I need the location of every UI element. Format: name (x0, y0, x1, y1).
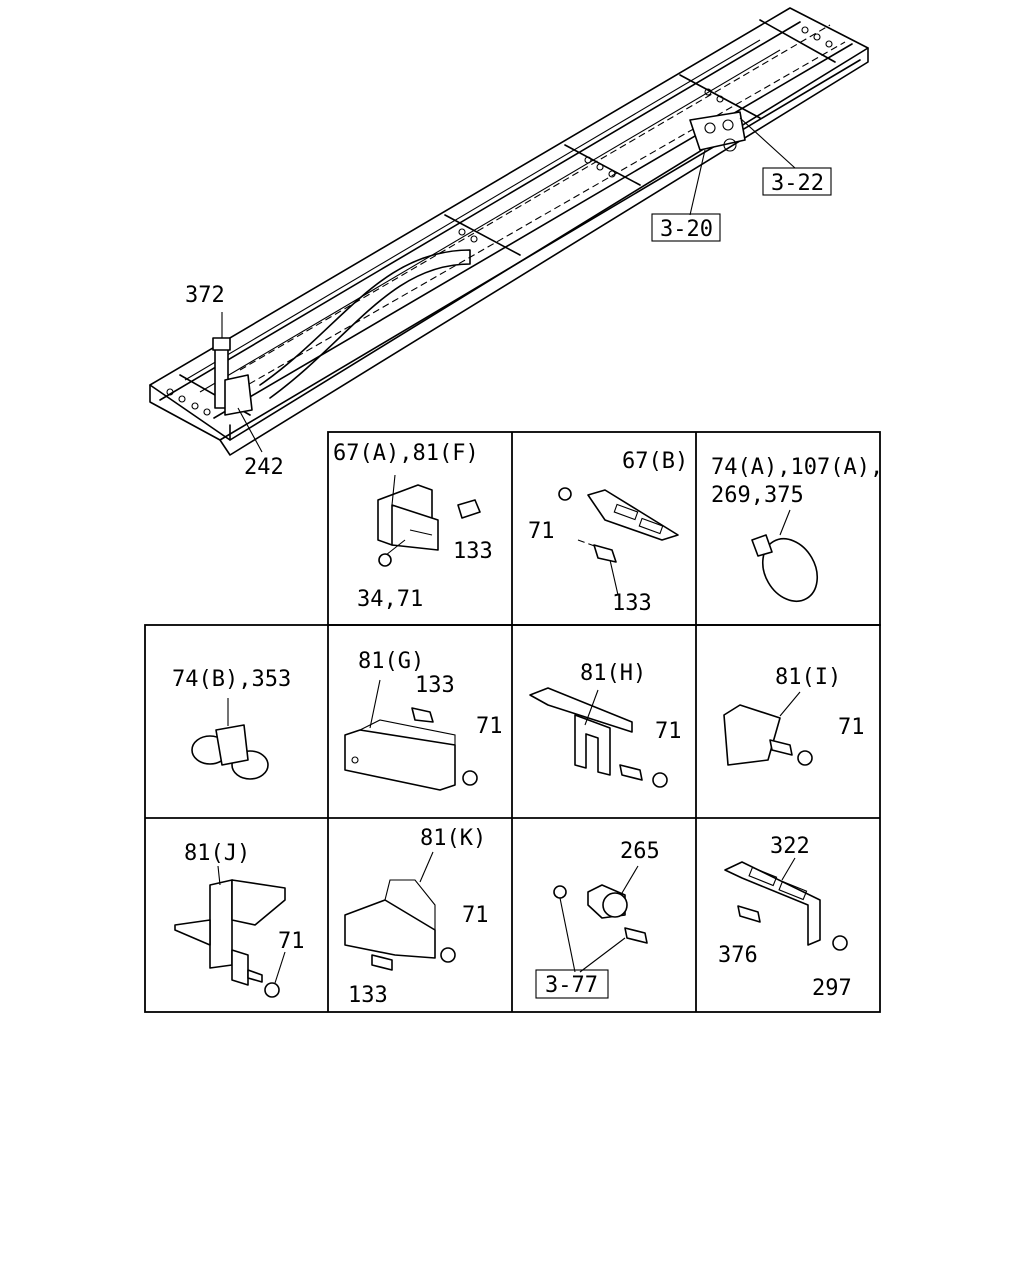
ref-3-22: 3-22 (771, 171, 824, 196)
frame-ref-3-22: 3-22 (762, 167, 832, 196)
panel-81j: 81(J) 71 (174, 841, 305, 998)
panel-322: 322 376 297 (718, 834, 852, 1001)
panel-81h: 81(H) 71 (529, 661, 682, 788)
frame-label-372: 372 (185, 283, 225, 308)
label-nut: 71 (462, 903, 489, 928)
panel-title: 81(H) (580, 661, 646, 686)
panel-81k: 81(K) 71 133 (344, 826, 489, 1008)
panel-title: 81(K) (420, 826, 486, 851)
frame-holes (166, 26, 833, 416)
label-nut: 34,71 (357, 587, 423, 612)
panel-title: 74(B),353 (172, 667, 291, 692)
panel-67a-81f: 67(A),81(F) 133 34,71 (333, 441, 493, 612)
panel-67b: 67(B) 71 133 (528, 449, 688, 616)
panel-grid (144, 431, 881, 1013)
panel-title: 67(A),81(F) (333, 441, 479, 466)
label-372: 372 (185, 283, 225, 308)
label-bolt: 133 (415, 673, 455, 698)
label-bolt: 133 (612, 591, 652, 616)
panel-title: 322 (770, 834, 810, 859)
label-bolt: 376 (718, 943, 758, 968)
label-bolt: 133 (453, 539, 493, 564)
panel-title: 67(B) (622, 449, 688, 474)
panel-74a: 74(A),107(A), 269,375 (711, 455, 883, 602)
frame-ref-3-20: 3-20 (651, 213, 721, 242)
frame-label-242: 242 (244, 455, 284, 480)
panel-265: 265 3-77 (535, 839, 660, 999)
ref-3-20: 3-20 (660, 217, 713, 242)
label-nut: 297 (812, 976, 852, 1001)
label-242: 242 (244, 455, 284, 480)
label-bolt: 133 (348, 983, 388, 1008)
label-nut: 71 (655, 719, 682, 744)
panel-81i: 81(I) 71 (723, 665, 865, 766)
panel-title-line2: 269,375 (711, 483, 804, 508)
label-nut: 71 (528, 519, 555, 544)
label-nut: 71 (476, 714, 503, 739)
panel-title: 81(J) (184, 841, 250, 866)
panel-81g: 81(G) 133 71 (344, 649, 503, 791)
panel-title: 81(G) (358, 649, 424, 674)
chassis-frame (149, 7, 869, 456)
label-nut: 71 (278, 929, 305, 954)
panel-title: 81(I) (775, 665, 841, 690)
panel-74b: 74(B),353 (172, 667, 291, 780)
label-nut: 71 (838, 715, 865, 740)
ref-3-77: 3-77 (545, 973, 598, 998)
panel-title-line1: 74(A),107(A), (711, 455, 883, 480)
panel-title: 265 (620, 839, 660, 864)
